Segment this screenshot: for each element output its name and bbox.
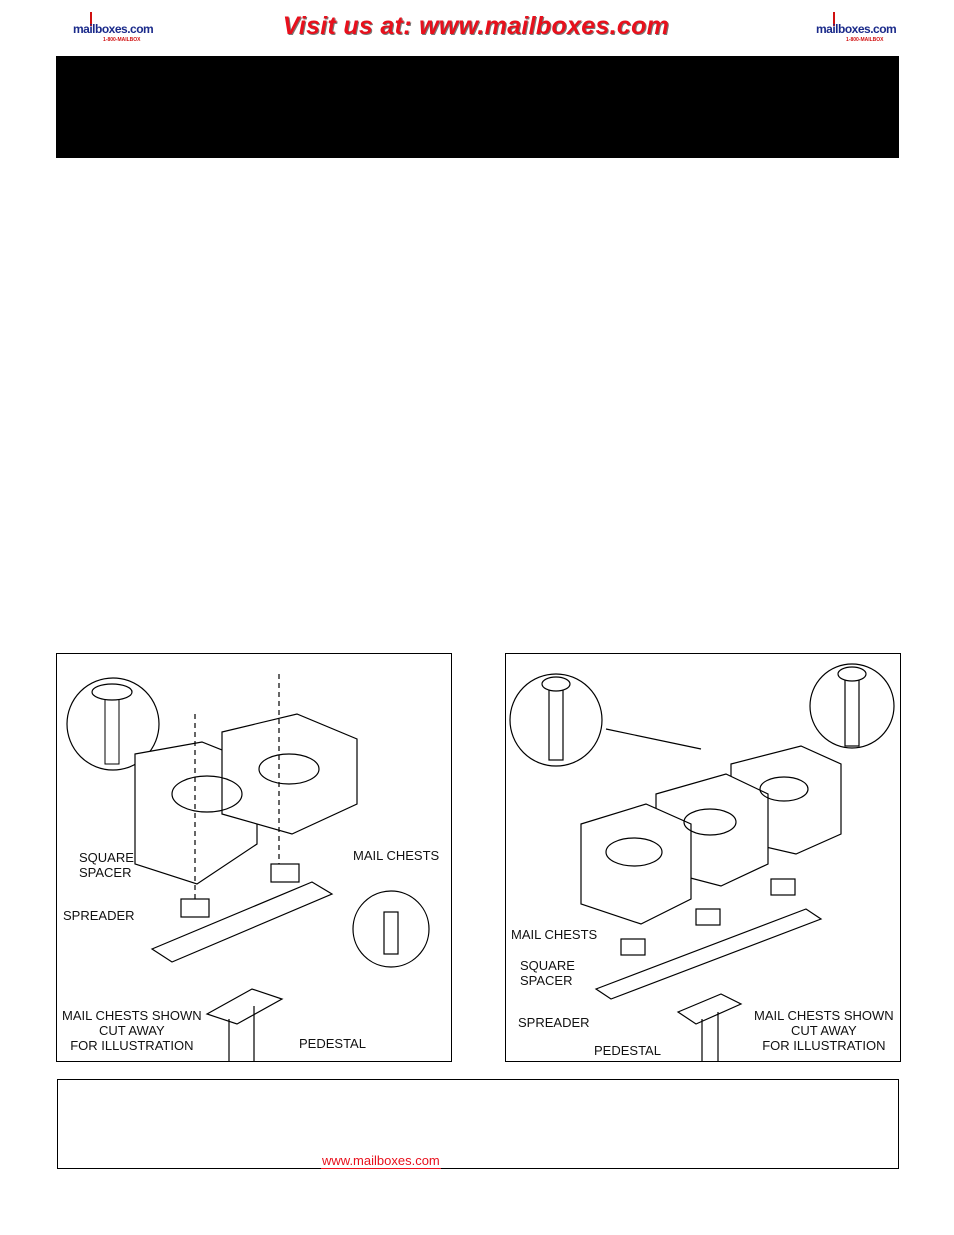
logo-phone: 1-800-MAILBOX: [846, 37, 884, 43]
figure-three-chest-assembly: MAIL CHESTS SQUARE SPACER SPREADER PEDES…: [505, 653, 901, 1062]
pedestal-label: PEDESTAL: [299, 1036, 366, 1051]
logo-text: mailboxes.com: [816, 22, 897, 36]
title-banner: [56, 56, 899, 158]
mail-chests-label: MAIL CHESTS: [353, 848, 440, 863]
square-spacer-label: SQUARE SPACER: [520, 958, 575, 988]
logo-text: mailboxes.com: [73, 22, 154, 36]
spreader-label: SPREADER: [518, 1015, 590, 1030]
logo-left[interactable]: mailboxes.com 1-800-MAILBOX: [73, 12, 154, 46]
website-link[interactable]: www.mailboxes.com: [321, 1153, 441, 1169]
assembly-drawing: [509, 663, 895, 1061]
mailbox-flag-icon: [833, 12, 835, 26]
headline: Visit us at: www.mailboxes.com: [282, 12, 670, 40]
figure-two-chest-assembly: SQUARE SPACER SPREADER MAIL CHESTS MAIL …: [56, 653, 452, 1062]
cut-away-note: MAIL CHESTS SHOWN CUT AWAY FOR ILLUSTRAT…: [62, 1008, 202, 1053]
footer-box: www.mailboxes.com: [57, 1079, 899, 1169]
spreader-label: SPREADER: [63, 908, 135, 923]
mail-chests-label: MAIL CHESTS: [511, 927, 598, 942]
square-spacer-label: SQUARE SPACER: [79, 850, 134, 880]
logo-phone: 1-800-MAILBOX: [103, 37, 141, 43]
logo-right[interactable]: mailboxes.com 1-800-MAILBOX: [816, 12, 897, 46]
pedestal-label: PEDESTAL: [594, 1043, 661, 1058]
mailbox-flag-icon: [90, 12, 92, 26]
cut-away-note: MAIL CHESTS SHOWN CUT AWAY FOR ILLUSTRAT…: [754, 1008, 894, 1053]
assembly-drawing: [66, 674, 430, 1061]
